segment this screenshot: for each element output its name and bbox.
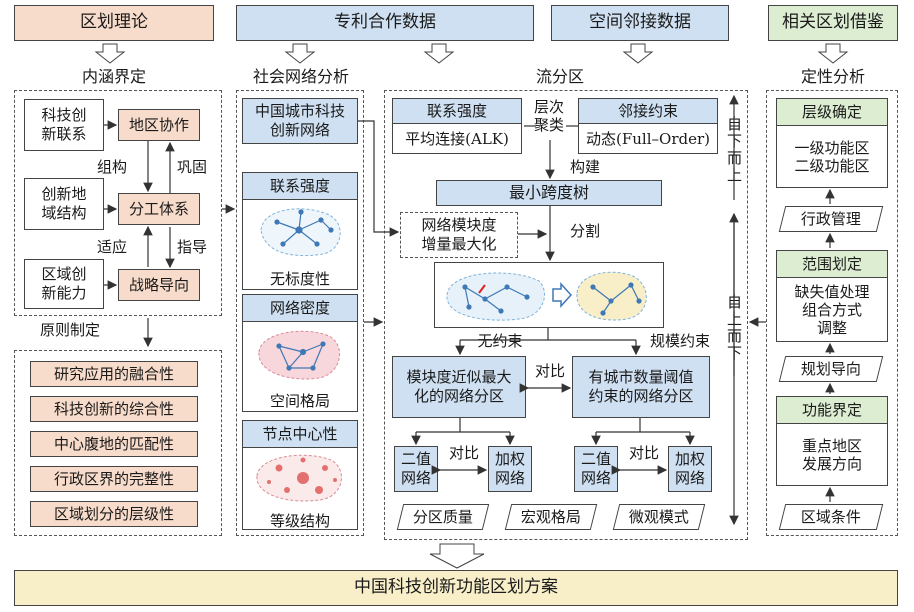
compare-label: 对比 [448, 444, 479, 462]
hollow-arrow-down-icon [94, 43, 126, 64]
innovation-capacity-box: 区域创 新能力 [24, 259, 104, 309]
consolidate-label: 巩固 [176, 158, 207, 176]
scope-card: 范围划定 缺失值处理 组合方式 调整 [776, 250, 888, 342]
guide-label: 指导 [176, 238, 207, 256]
adjacency-method: 邻接约束 动态(Full–Order) [578, 98, 718, 154]
card-title: 节点中心性 [243, 421, 357, 448]
modularity-partition-box: 模块度近似最大 化的网络分区 [392, 356, 526, 418]
density-card: 网络密度 空间格局 [242, 294, 358, 412]
method-value: 动态(Full–Order) [586, 130, 710, 148]
threshold-partition-box: 有城市数量阈值 约束的网络分区 [572, 356, 710, 418]
regional-collab-box: 地区协作 [118, 109, 200, 141]
principle-item: 中心腹地的匹配性 [30, 431, 198, 457]
para-label: 区域条件 [800, 507, 861, 526]
card-title: 网络密度 [243, 295, 357, 322]
result-partition-quality: 分区质量 [396, 504, 490, 530]
card-title: 功能界定 [777, 397, 887, 424]
connotation-label: 内涵界定 [81, 67, 146, 87]
method-value: 平均连接(ALK) [405, 130, 509, 148]
card-title: 范围划定 [777, 251, 887, 278]
flow-partition-panel [384, 90, 748, 540]
hollow-arrow-down-icon [817, 43, 849, 64]
social-network-label: 社会网络分析 [252, 67, 349, 87]
mst-box: 最小跨度树 [436, 180, 662, 206]
result-label: 宏观格局 [520, 507, 581, 526]
connotation-panel [14, 90, 222, 316]
planning-guidance: 规划导向 [778, 356, 884, 382]
principle-item: 区域划分的层级性 [30, 501, 198, 527]
strategy-box: 战略导向 [118, 269, 200, 301]
weighted-network-box: 加权 网络 [488, 446, 532, 492]
division-system-box: 分工体系 [118, 193, 200, 225]
theory-header: 区划理论 [14, 5, 214, 41]
hollow-arrow-down-icon [429, 543, 485, 569]
related-header: 相关区划借鉴 [768, 5, 898, 41]
weighted-network-box: 加权 网络 [668, 446, 712, 492]
partition-network-icon [446, 271, 647, 321]
result-label: 微观模式 [628, 507, 689, 526]
para-label: 行政管理 [800, 209, 861, 228]
binary-network-box: 二值 网络 [574, 446, 618, 492]
principle-label: 原则制定 [39, 321, 100, 339]
card-body: 重点地区 发展方向 [801, 437, 862, 473]
arrow-right-icon [552, 282, 573, 308]
link-strength-card: 联系强度 无标度性 [242, 172, 358, 290]
hollow-arrow-down-icon [284, 43, 316, 64]
principles-panel [14, 350, 222, 536]
bottom-up-label: 自下而上 [725, 116, 743, 184]
card-caption: 等级结构 [269, 512, 330, 530]
china-network-box: 中国城市科技 创新网络 [242, 98, 358, 144]
card-title: 层级确定 [777, 99, 887, 126]
compose-label: 组构 [96, 158, 127, 176]
spatial-density-icon [258, 330, 340, 380]
regional-conditions: 区域条件 [778, 504, 884, 530]
partition-illustration [434, 262, 664, 328]
link-strength-method: 联系强度 平均连接(ALK) [392, 98, 522, 154]
method-title: 联系强度 [393, 99, 521, 124]
innovation-structure-box: 创新地 域结构 [24, 178, 104, 230]
card-title: 联系强度 [243, 173, 357, 200]
principle-item: 行政区界的完整性 [30, 466, 198, 492]
scale-free-network-icon [260, 208, 341, 257]
admin-management: 行政管理 [778, 206, 884, 232]
split-label: 分割 [569, 222, 600, 240]
result-macro-pattern: 宏观格局 [504, 504, 598, 530]
card-body: 一级功能区 二级功能区 [794, 139, 870, 175]
result-label: 分区质量 [412, 507, 473, 526]
card-caption: 空间格局 [269, 392, 330, 410]
principle-item: 科技创新的综合性 [30, 396, 198, 422]
top-down-label: 自上而下 [725, 294, 743, 362]
result-micro-mode: 微观模式 [612, 504, 706, 530]
hollow-arrow-down-icon [423, 43, 455, 64]
unconstrained-label: 无约束 [477, 332, 523, 350]
compare-label: 对比 [628, 444, 659, 462]
flow-partition-label: 流分区 [535, 67, 584, 87]
hierarchical-cluster-label: 层次 聚类 [533, 98, 564, 134]
spatial-data-header: 空间邻接数据 [551, 5, 729, 41]
centrality-card: 节点中心性 等级结构 [242, 420, 358, 530]
scale-constraint-label: 规模约束 [649, 332, 710, 350]
card-body: 缺失值处理 组合方式 调整 [794, 283, 870, 337]
social-network-panel [236, 90, 364, 536]
modularity-box: 网络模块度 增量最大化 [400, 212, 518, 258]
tech-link-box: 科技创 新联系 [24, 99, 104, 151]
centrality-nodes-icon [256, 454, 342, 502]
qualitative-panel [766, 90, 898, 536]
function-card: 功能界定 重点地区 发展方向 [776, 396, 888, 486]
patent-data-header: 专利合作数据 [236, 5, 534, 41]
qualitative-label: 定性分析 [800, 67, 865, 87]
principle-item: 研究应用的融合性 [30, 361, 198, 387]
method-title: 邻接约束 [579, 99, 717, 124]
hollow-arrow-down-icon [622, 43, 654, 64]
binary-network-box: 二值 网络 [394, 446, 438, 492]
para-label: 规划导向 [800, 359, 861, 378]
level-card: 层级确定 一级功能区 二级功能区 [776, 98, 888, 188]
adapt-label: 适应 [96, 238, 127, 256]
card-caption: 无标度性 [269, 270, 330, 288]
build-label: 构建 [569, 158, 600, 176]
compare-label: 对比 [534, 362, 565, 380]
final-scheme: 中国科技创新功能区划方案 [14, 570, 898, 606]
